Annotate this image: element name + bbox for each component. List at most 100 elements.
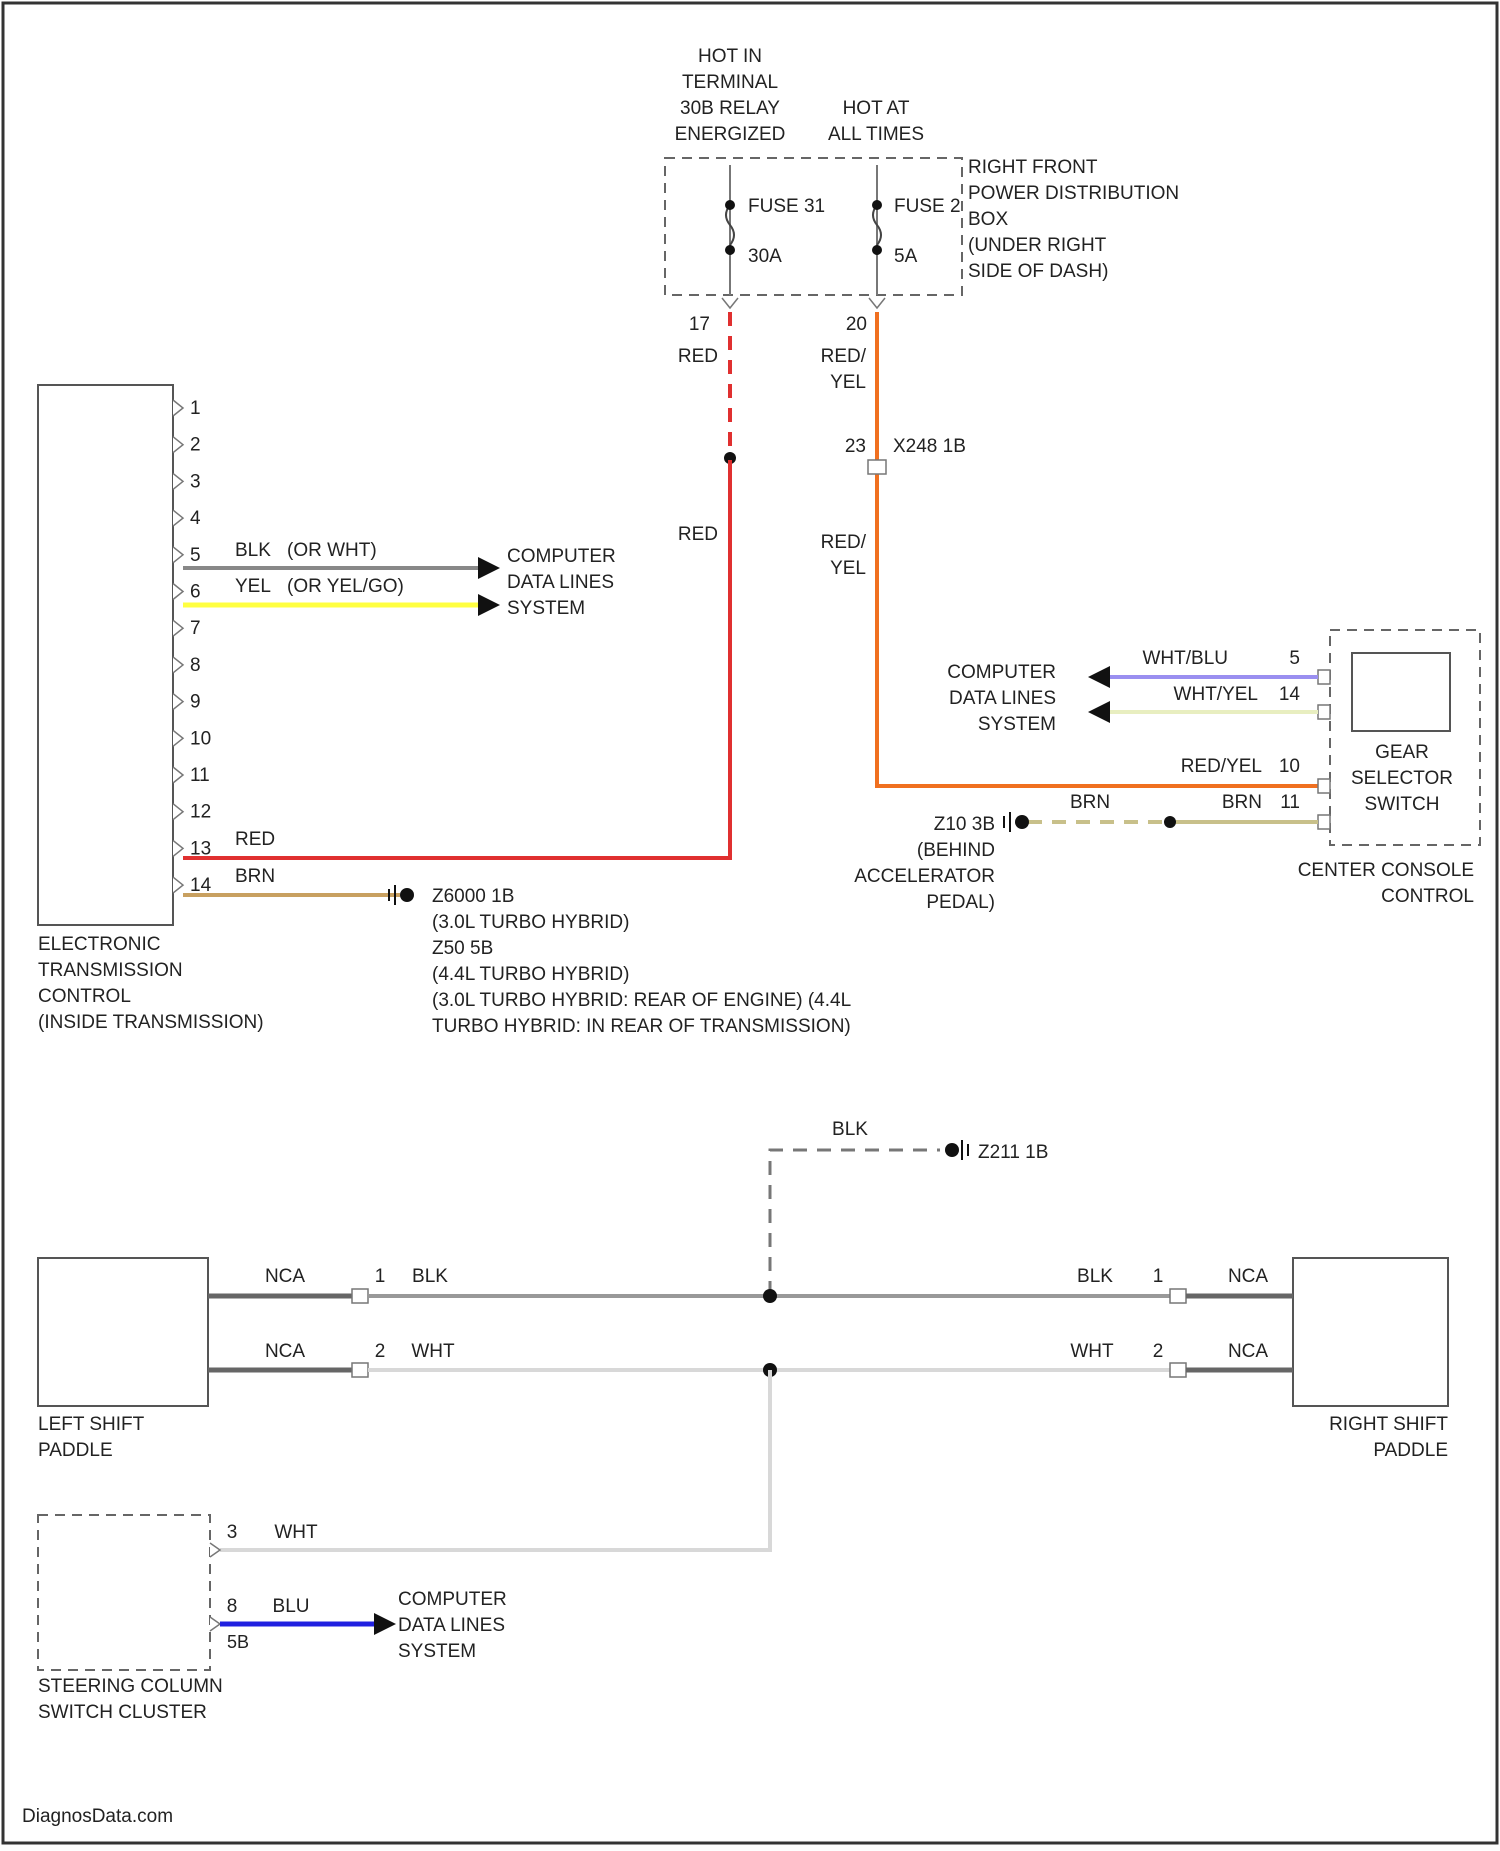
pdb-location-5: SIDE OF DASH) bbox=[968, 261, 1108, 282]
fuse-31-label: FUSE 31 bbox=[748, 196, 825, 217]
top-ground-color: BLK bbox=[832, 1119, 868, 1140]
etc-pin-stub bbox=[173, 437, 183, 453]
blu-arrow bbox=[374, 1613, 396, 1635]
left-blk-color: BLK bbox=[412, 1266, 448, 1287]
left-pin2-num: 2 bbox=[375, 1341, 386, 1362]
right-wht-color: WHT bbox=[1070, 1341, 1114, 1362]
etc-pin-stub bbox=[173, 657, 183, 673]
gss-pin-14 bbox=[1318, 705, 1330, 719]
etc-pin6-alt: (OR YEL/GO) bbox=[287, 576, 404, 597]
etc-data-lines-3: SYSTEM bbox=[507, 598, 585, 619]
right-pin-2 bbox=[1170, 1363, 1186, 1377]
etc-pin-stub bbox=[173, 804, 183, 820]
connector-x248 bbox=[868, 460, 886, 474]
hot-in-label-2: TERMINAL bbox=[682, 72, 778, 93]
fuse-pin-17: 17 bbox=[689, 314, 710, 335]
right-blk-color: BLK bbox=[1077, 1266, 1113, 1287]
etc-pin-number: 3 bbox=[190, 471, 201, 492]
gss-ground-3: ACCELERATOR bbox=[854, 866, 995, 887]
right-paddle-label-2: PADDLE bbox=[1373, 1440, 1448, 1461]
left-pin1-num: 1 bbox=[375, 1266, 386, 1287]
yel-arrow bbox=[478, 594, 500, 616]
red-yel-label-1a: RED/ bbox=[821, 346, 867, 367]
pdb-location-3: BOX bbox=[968, 209, 1008, 230]
pdb-location-4: (UNDER RIGHT bbox=[968, 235, 1107, 256]
etc-pin-number: 12 bbox=[190, 802, 211, 823]
red-yel-circuit: RED/ YEL 23 X248 1B RED/ YEL bbox=[821, 312, 1318, 786]
gss-pin14-color: WHT/YEL bbox=[1174, 684, 1258, 705]
etc-pin-number: 8 bbox=[190, 655, 201, 676]
brn-splice bbox=[1164, 816, 1176, 828]
fuse-2-label: FUSE 2 bbox=[894, 196, 961, 217]
gss-pin-11 bbox=[1318, 815, 1330, 829]
red-wire bbox=[183, 460, 730, 858]
steering-pin3-color: WHT bbox=[274, 1522, 318, 1543]
blk-splice bbox=[763, 1289, 777, 1303]
etc-pin-number: 5 bbox=[190, 545, 201, 566]
gss-pin11-num: 11 bbox=[1280, 792, 1300, 813]
fuse-2-rating: 5A bbox=[894, 246, 918, 267]
etc-pin-number: 13 bbox=[190, 838, 211, 859]
right-pin-1 bbox=[1170, 1289, 1186, 1303]
steering-pin3-num: 3 bbox=[227, 1522, 238, 1543]
connector-pin-20 bbox=[869, 298, 885, 308]
etc-pin5-alt: (OR WHT) bbox=[287, 540, 377, 561]
left-wht-color: WHT bbox=[411, 1341, 455, 1362]
blk-arrow bbox=[478, 557, 500, 579]
etc-pin13-color: RED bbox=[235, 829, 275, 850]
footer-watermark: DiagnosData.com bbox=[22, 1806, 173, 1827]
gss-ground-1: Z10 3B bbox=[934, 814, 995, 835]
gear-selector-label-3: SWITCH bbox=[1365, 794, 1440, 815]
ground-z10 bbox=[1015, 815, 1029, 829]
etc-pin-number: 6 bbox=[190, 582, 201, 603]
steering-pin-8 bbox=[210, 1617, 220, 1631]
page-border bbox=[3, 3, 1497, 1843]
steering-pin8-num: 8 bbox=[227, 1596, 238, 1617]
etc-ground-3: Z50 5B bbox=[432, 938, 493, 959]
center-console-1: CENTER CONSOLE bbox=[1298, 860, 1474, 881]
etc-data-lines-2: DATA LINES bbox=[507, 572, 614, 593]
red-label-2: RED bbox=[678, 524, 718, 545]
etc-pin-number: 7 bbox=[190, 618, 201, 639]
etc-pin-stub bbox=[173, 840, 183, 856]
left-pin-1 bbox=[352, 1289, 368, 1303]
gss-pin10-color: RED/YEL bbox=[1181, 756, 1262, 777]
gss-pin-10 bbox=[1318, 779, 1330, 793]
right-shift-paddle-box bbox=[1293, 1258, 1448, 1406]
etc-pin-number: 9 bbox=[190, 692, 201, 713]
gss-data-lines-2: DATA LINES bbox=[949, 688, 1056, 709]
top-ground-id: Z211 1B bbox=[978, 1142, 1048, 1163]
gear-selector-switch: GEAR SELECTOR SWITCH CENTER CONSOLE CONT… bbox=[854, 630, 1480, 913]
etc-ground-4: (4.4L TURBO HYBRID) bbox=[432, 964, 629, 985]
gss-data-lines-1: COMPUTER bbox=[947, 662, 1056, 683]
steering-data-lines-1: COMPUTER bbox=[398, 1589, 507, 1610]
gear-selector-label-1: GEAR bbox=[1375, 742, 1429, 763]
etc-ground-6: TURBO HYBRID: IN REAR OF TRANSMISSION) bbox=[432, 1016, 851, 1037]
etc-pin-number: 2 bbox=[190, 435, 201, 456]
etc-pin-stub bbox=[173, 510, 183, 526]
etc-pin-number: 10 bbox=[190, 728, 211, 749]
steering-pin-3 bbox=[210, 1543, 220, 1557]
etc-pin-number: 4 bbox=[190, 508, 201, 529]
x248-pin: 23 bbox=[845, 436, 866, 457]
left-shift-paddle-box bbox=[38, 1258, 208, 1406]
gss-brn-left: BRN bbox=[1070, 792, 1110, 813]
etc-pin-stub bbox=[173, 400, 183, 416]
steering-cluster-outline bbox=[38, 1515, 210, 1670]
gss-ground-4: PEDAL) bbox=[926, 892, 995, 913]
blk-ground-dashed bbox=[770, 1150, 940, 1295]
etc-pin-number: 1 bbox=[190, 398, 201, 419]
hot-at-all-times-2: ALL TIMES bbox=[828, 124, 924, 145]
fuse-31-rating: 30A bbox=[748, 246, 782, 267]
left-paddle-label-1: LEFT SHIFT bbox=[38, 1414, 145, 1435]
etc-pin-stub bbox=[173, 877, 183, 893]
ground-z211 bbox=[945, 1143, 959, 1157]
shift-paddles: BLK Z211 1B LEFT SHIFT PADDLE RIGHT SHIF… bbox=[38, 1119, 1448, 1550]
pdb-location-2: POWER DISTRIBUTION bbox=[968, 183, 1179, 204]
connector-pin-17 bbox=[722, 298, 738, 308]
etc-pin-number: 14 bbox=[190, 875, 212, 896]
etc-pin-stubs: 1234567891011121314 bbox=[173, 398, 212, 896]
etc-pin6-color: YEL bbox=[235, 576, 271, 597]
etc-pin-stub bbox=[173, 620, 183, 636]
